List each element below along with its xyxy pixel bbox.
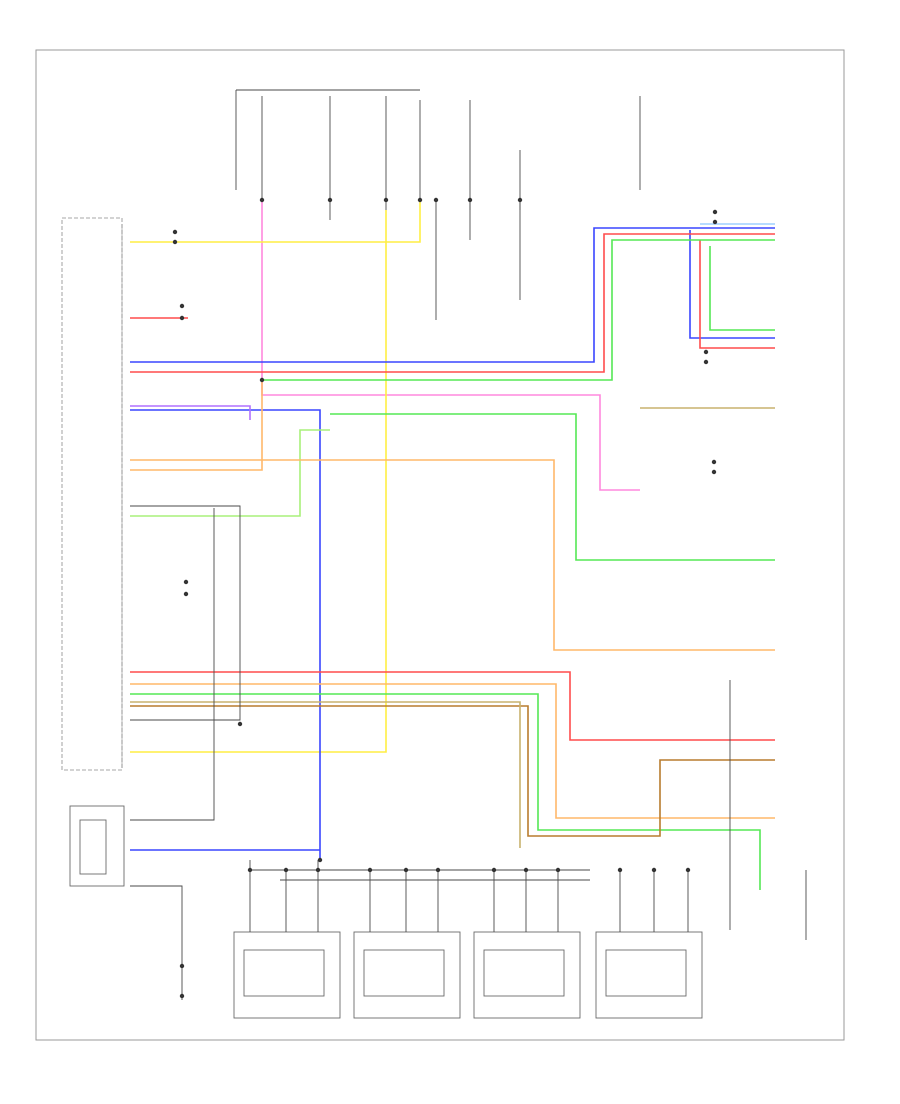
wire-light-green-15 bbox=[130, 429, 330, 517]
wire-orange-16 bbox=[130, 459, 775, 651]
connector-pin-25 bbox=[617, 867, 623, 873]
connector-pin-22 bbox=[491, 867, 497, 873]
connector-pin-0 bbox=[259, 197, 265, 203]
connector-pin-7 bbox=[259, 377, 265, 383]
wire-green-13 bbox=[330, 413, 775, 561]
wire-green-11 bbox=[130, 693, 761, 890]
wire-yellow-2 bbox=[130, 210, 387, 753]
connector-pin-1 bbox=[327, 197, 333, 203]
connector-pin-5 bbox=[467, 197, 473, 203]
wire-brown-19 bbox=[130, 705, 775, 837]
connector-pin-34 bbox=[179, 963, 185, 969]
connector-pin-4 bbox=[433, 197, 439, 203]
connector-pin-24 bbox=[555, 867, 561, 873]
power-feed-group bbox=[235, 89, 641, 220]
wire-blue-3 bbox=[130, 227, 775, 363]
connector-pin-21 bbox=[435, 867, 441, 873]
connector-pin-33 bbox=[711, 469, 717, 475]
connector-pin-35 bbox=[179, 993, 185, 999]
wire-red-7 bbox=[130, 233, 775, 373]
wire-tan-21 bbox=[130, 701, 521, 848]
control-module-body bbox=[61, 217, 123, 771]
connector-pin-30 bbox=[703, 349, 709, 355]
connector-pin-17 bbox=[283, 867, 289, 873]
wire-orange-17 bbox=[130, 380, 263, 471]
left-sensor-body bbox=[69, 805, 125, 887]
connector-pin-23 bbox=[523, 867, 529, 873]
diagram-frame bbox=[35, 49, 845, 1041]
connector-pin-9 bbox=[172, 239, 178, 245]
connector-pin-29 bbox=[712, 219, 718, 225]
connector-layer bbox=[172, 197, 718, 999]
connector-pin-15 bbox=[317, 857, 323, 863]
wire-green-14 bbox=[709, 246, 775, 331]
wire-blue-6 bbox=[689, 230, 775, 339]
connector-pin-3 bbox=[417, 197, 423, 203]
wire-orange-18 bbox=[130, 683, 775, 819]
wire-layer bbox=[130, 200, 807, 1000]
wire-black-24 bbox=[130, 505, 241, 721]
wire-black-25 bbox=[130, 885, 183, 1000]
wire-red-10 bbox=[699, 240, 775, 349]
connector-pin-16 bbox=[247, 867, 253, 873]
connector-pin-31 bbox=[703, 359, 709, 365]
connector-pin-26 bbox=[651, 867, 657, 873]
connector-pin-11 bbox=[179, 315, 185, 321]
connector-pin-18 bbox=[315, 867, 321, 873]
wire-black-26 bbox=[130, 508, 215, 821]
connector-pin-13 bbox=[183, 591, 189, 597]
wire-blue-4 bbox=[130, 409, 321, 860]
wire-pink-0 bbox=[261, 200, 640, 491]
connector-pin-10 bbox=[179, 303, 185, 309]
connector-pin-28 bbox=[712, 209, 718, 215]
connector-pin-2 bbox=[383, 197, 389, 203]
wire-green-12 bbox=[262, 239, 775, 381]
wire-yellow-1 bbox=[130, 200, 421, 243]
connector-pin-32 bbox=[711, 459, 717, 465]
connector-pin-19 bbox=[367, 867, 373, 873]
connector-pin-14 bbox=[237, 721, 243, 727]
connector-pin-12 bbox=[183, 579, 189, 585]
connector-pin-20 bbox=[403, 867, 409, 873]
wire-red-9 bbox=[130, 671, 775, 741]
connector-pin-6 bbox=[517, 197, 523, 203]
connector-pin-8 bbox=[172, 229, 178, 235]
left-sensor-inner bbox=[79, 819, 107, 875]
bottom-module-group bbox=[233, 931, 703, 1019]
connector-pin-27 bbox=[685, 867, 691, 873]
wire-violet-20 bbox=[130, 405, 251, 420]
